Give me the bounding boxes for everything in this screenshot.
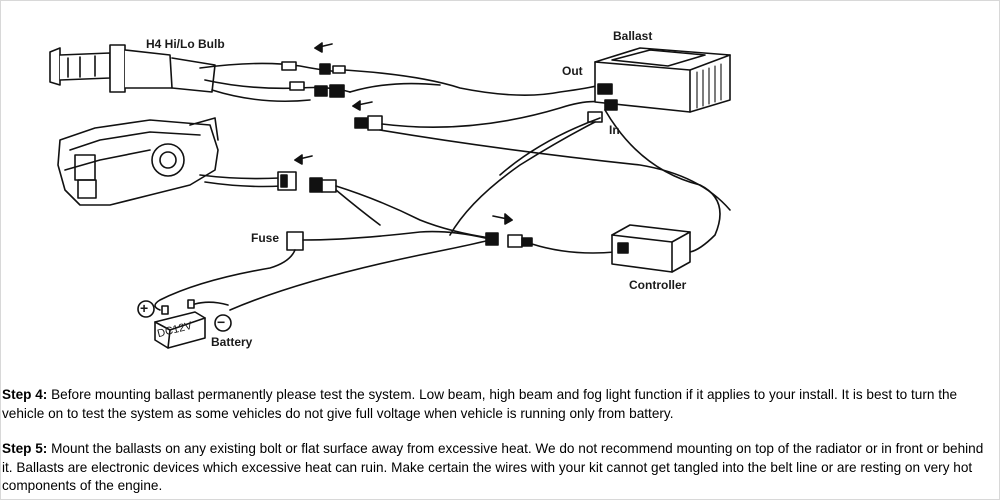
h4-bulb-icon xyxy=(49,44,216,93)
minus-terminal-icon xyxy=(214,314,232,332)
h4-bulb-label: H4 Hi/Lo Bulb xyxy=(146,37,225,51)
step-4-body: Before mounting ballast permanently plea… xyxy=(2,387,958,421)
ballast-icon xyxy=(594,47,731,113)
step-5-body: Mount the ballasts on any existing bolt … xyxy=(2,441,984,493)
controller-icon xyxy=(611,224,691,273)
fuse-icon xyxy=(286,231,304,251)
controller-label: Controller xyxy=(629,278,687,292)
wiring-diagram: H4 Hi/Lo Bulb Ballast Out In Fuse Contro… xyxy=(49,29,731,349)
plus-sign-label: + xyxy=(140,300,149,316)
step-4-heading: Step 4: xyxy=(2,387,48,402)
headlight-housing-icon xyxy=(57,117,219,206)
fuse-label: Fuse xyxy=(251,231,280,245)
minus-sign-label: − xyxy=(217,314,226,330)
step-4-paragraph: Step 4: Before mounting ballast permanen… xyxy=(2,386,996,423)
ballast-label: Ballast xyxy=(613,29,653,43)
battery-icon xyxy=(154,299,206,349)
plus-terminal-icon xyxy=(137,300,155,318)
battery-label: Battery xyxy=(211,335,253,349)
ballast-out-label: Out xyxy=(562,64,583,78)
step-5-paragraph: Step 5: Mount the ballasts on any existi… xyxy=(2,440,996,496)
step-5-heading: Step 5: xyxy=(2,441,48,456)
ballast-in-label: In xyxy=(609,123,620,137)
wiring-diagram-drawing xyxy=(49,42,731,349)
